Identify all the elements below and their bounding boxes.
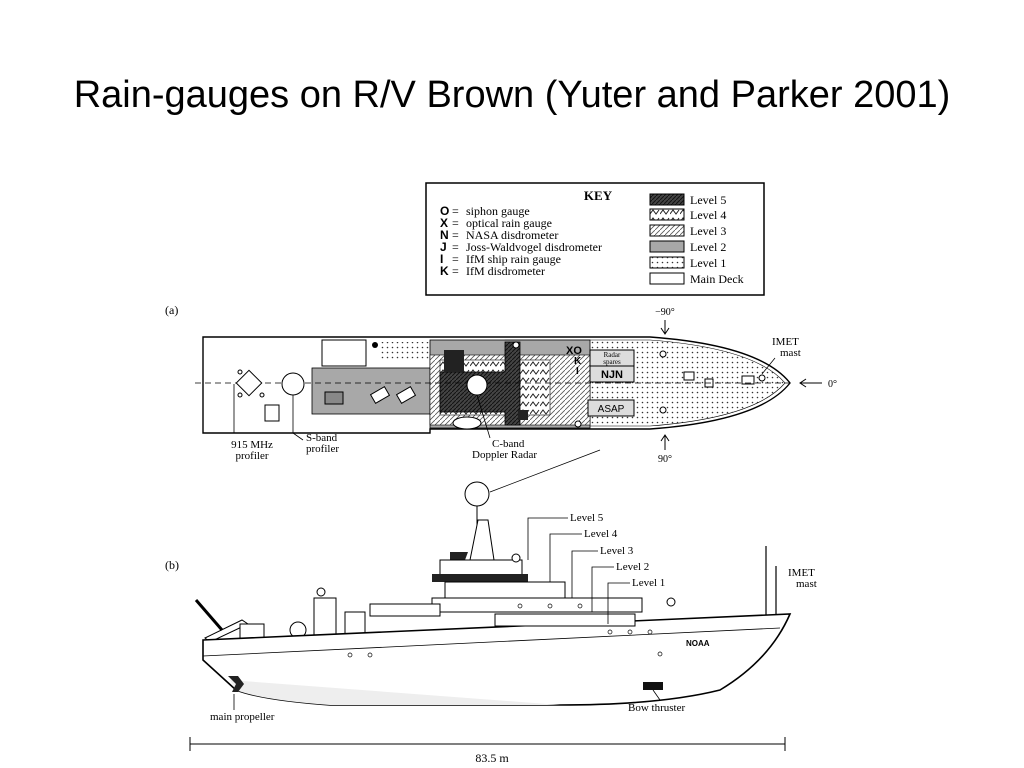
level2-callout: Level 2 [616,561,649,573]
key-instrument-label: optical rain gauge [466,216,552,230]
level2-swatch [649,240,685,253]
svg-text:=: = [452,252,459,266]
key-symbol: K [440,264,449,278]
njn-box [589,365,635,383]
level4-swatch [649,208,685,221]
svg-text:=: = [452,216,459,230]
asap-box [587,399,635,417]
level1-callout: Level 1 [632,577,665,589]
siphon-gauge [758,374,766,382]
svg-text:=: = [452,240,459,254]
cband-label: C-band [492,438,525,450]
profiler-915-label: 915 MHz [231,439,273,451]
svg-text:Doppler Radar: Doppler Radar [472,449,537,461]
length-label: 83.5 m [475,751,509,765]
panel-label-b: (b) [165,558,179,572]
svg-text:spares: spares [603,358,621,366]
main-propeller-label: main propeller [210,711,275,723]
key-symbol: X [440,216,448,230]
key-instrument-label: IfM disdrometer [466,264,545,278]
key-instrument-label: NASA disdrometer [466,228,558,242]
profile-view: (b) [165,481,817,765]
key-levels: Level 5 Level 4 Level 3 Level 2 Level 1 … [649,193,744,286]
noaa-label: NOAA [686,639,710,648]
svg-text:XO: XO [566,345,582,357]
main-deck-swatch [649,272,685,285]
key-level-label: Level 2 [690,240,726,254]
key-heading: KEY [584,188,613,203]
level5-swatch [649,193,685,206]
key-box: KEY O = siphon gauge X = optical rain ga… [425,182,765,296]
bow-thruster-label: Bow thruster [628,702,685,714]
imet-profile-label: IMET [788,567,815,579]
imet-label: IMET [772,336,799,348]
sband-label: S-band [306,432,338,444]
asap-label: ASAP [598,404,625,415]
svg-text:profiler: profiler [306,443,339,455]
key-instrument-label: IfM ship rain gauge [466,252,561,266]
svg-text:mast: mast [780,347,801,359]
svg-text:=: = [452,204,459,218]
level5-callout: Level 5 [570,512,604,524]
svg-text:I: I [576,366,579,377]
key-symbol: O [440,204,449,218]
level3-callout: Level 3 [600,545,634,557]
key-symbol: J [440,240,447,254]
svg-text:=: = [452,228,459,242]
siphon-gauge [666,597,676,607]
siphon-gauge [659,350,667,358]
svg-text:Radar: Radar [604,351,621,359]
siphon-gauge [659,406,667,414]
cband-symbol [466,374,488,396]
siphon-gauge [512,341,520,349]
key-symbol: N [440,228,449,242]
angle-bottom: 90° [658,454,672,465]
plan-level2-area [311,367,433,415]
level4-callout: Level 4 [584,528,618,540]
level3-swatch [649,224,685,237]
angle-top: −90° [655,307,675,318]
siphon-gauge [574,420,582,428]
slide-title: Rain-gauges on R/V Brown (Yuter and Park… [73,74,951,116]
key-level-label: Level 3 [690,224,726,238]
profiler-915-symbol [235,369,263,397]
svg-text:profiler: profiler [236,450,269,462]
key-level-label: Level 4 [690,208,726,222]
angle-bow: 0° [828,379,837,390]
panel-label-a: (a) [165,303,178,317]
main-propeller [228,676,244,692]
key-symbol: I [440,252,443,266]
siphon-gauge [316,587,326,597]
svg-text:=: = [452,264,459,278]
key-level-label: Level 1 [690,256,726,270]
bow-thruster [643,682,663,690]
svg-text:K: K [574,356,582,367]
key-instruments: O = siphon gauge X = optical rain gauge … [440,204,602,278]
siphon-gauge [511,553,521,563]
key-instrument-label: Joss-Waldvogel disdrometer [466,240,602,254]
key-level-label: Main Deck [690,272,744,286]
portholes [347,603,663,658]
sband-symbol [281,372,305,396]
plan-view: (a) Radar [165,303,837,493]
level1-swatch [649,256,685,269]
njn-label: NJN [601,369,623,381]
radar-dome [464,481,490,507]
key-level-label: Level 5 [690,193,726,207]
key-instrument-label: siphon gauge [466,204,530,218]
svg-text:mast: mast [796,578,817,590]
